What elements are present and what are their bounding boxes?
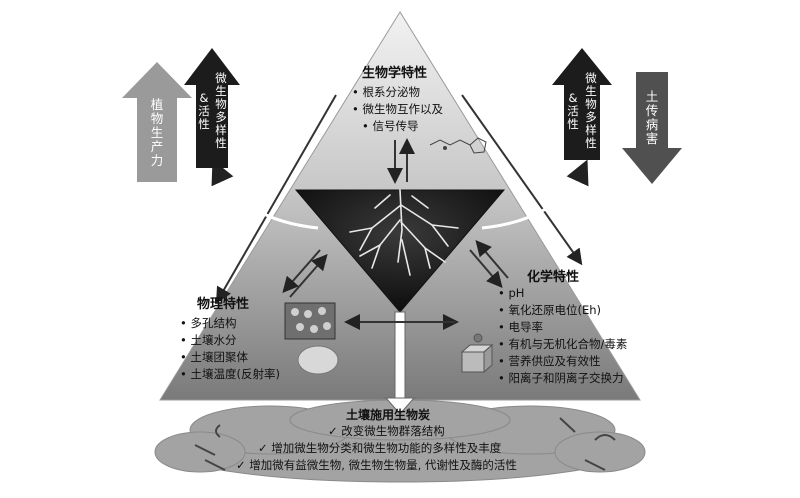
diversity-right-label: 微生物多样性 [585,71,597,150]
molecule-icon [429,137,487,154]
diversity-left-arrow [184,48,240,168]
chemistry-icon [460,333,494,374]
biochar-benefit: 增加微有益微生物, 微生物生物量, 代谢性及酶的活性 [236,457,517,474]
plant-productivity-label: 植物生产力 [150,97,164,168]
activity-left-label: &活性 [198,91,210,131]
chemical-item: 氧化还原电位(Eh) [498,302,627,319]
diversity-right-arrow [552,48,612,160]
biological-item: 信号传导 [352,118,443,135]
physical-item: 多孔结构 [180,315,280,332]
biological-item: 微生物互作以及 [352,101,443,118]
biochar-benefit: 增加微生物分类和微生物功能的多样性及丰度 [258,440,517,457]
soil-disease-label: 土传病害 [645,89,659,146]
chemical-item: 营养供应及有效性 [498,353,627,370]
chemical-item: 有机与无机化合物/毒素 [498,336,627,353]
microbe-icons [194,417,616,471]
pore-pattern [291,307,331,333]
chemical-item: pH [498,285,627,302]
chemical-list: pH 氧化还原电位(Eh) 电导率 有机与无机化合物/毒素 营养供应及有效性 阳… [498,285,627,387]
biological-title: 生物学特性 [362,66,428,81]
porous-structure-image [284,302,336,340]
flow-shaft-head [384,397,416,415]
diversity-left-label: 微生物多样性 [215,71,227,150]
physical-item: 土壤团聚体 [180,349,280,366]
physical-item: 土壤水分 [180,332,280,349]
plant-productivity-arrow [122,62,192,182]
biochar-title: 土壤施用生物炭 [346,408,431,422]
physical-list: 多孔结构 土壤水分 土壤团聚体 土壤温度(反射率) [180,315,280,383]
chemical-title: 化学特性 [527,270,580,285]
biochar-benefit: 改变微生物群落结构 [258,423,517,440]
biochar-benefits: 改变微生物群落结构 增加微生物分类和微生物功能的多样性及丰度 增加微有益微生物,… [249,423,517,474]
chemical-item: 电导率 [498,319,627,336]
chemical-item: 阳离子和阴离子交换力 [498,370,627,387]
biological-item: 根系分泌物 [352,84,443,101]
flow-shaft [394,311,406,401]
root-system-icon [349,189,459,276]
activity-right-label: &活性 [567,91,579,131]
aggregate-image [297,345,339,375]
biological-list: 根系分泌物 微生物互作以及 信号传导 [352,84,443,135]
physical-title: 物理特性 [197,297,250,312]
curved-arrows [211,159,589,230]
physical-item: 土壤温度(反射率) [180,366,279,383]
interaction-arrows [216,94,583,330]
soil-disease-arrow [622,72,682,184]
